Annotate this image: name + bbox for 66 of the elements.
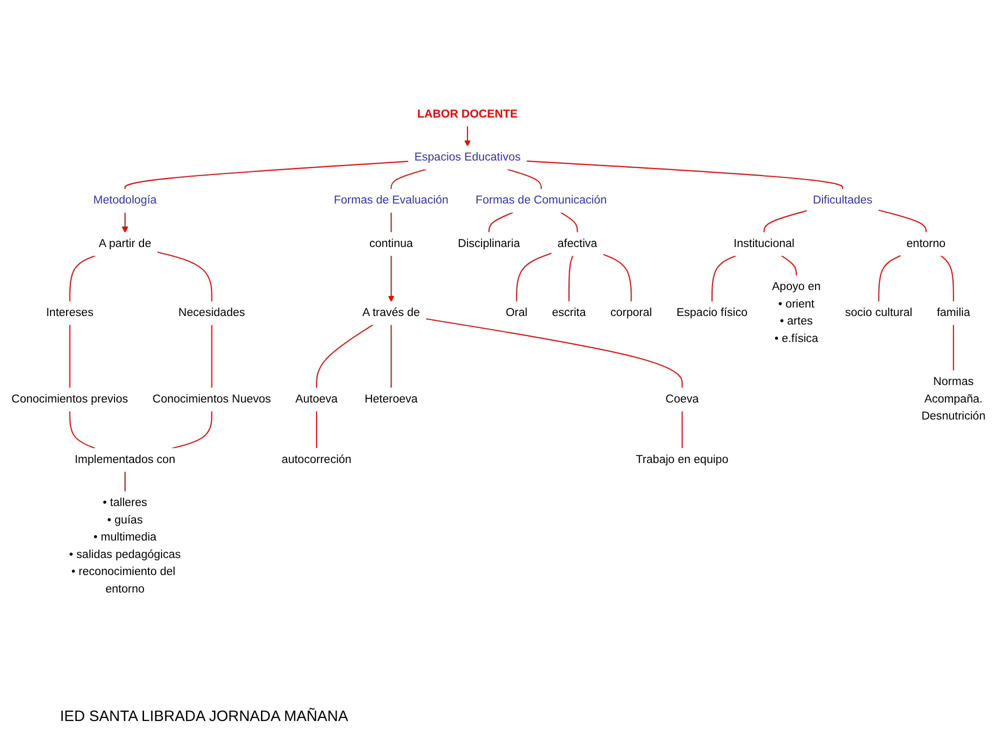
node-text: Formas de Comunicación [476, 194, 607, 207]
connector [390, 168, 427, 190]
node-text: Conocimientos previos [12, 393, 128, 406]
connector [171, 411, 212, 449]
node-text: A partir de [98, 238, 152, 250]
node-text: Oral [506, 306, 528, 319]
node-text: A través de [362, 306, 420, 319]
connector [711, 255, 736, 302]
node-text: Normas Acompaña. Desnutrición [921, 376, 986, 423]
connector [682, 411, 683, 448]
connector [488, 212, 514, 232]
connector [568, 255, 574, 302]
node-text: Disciplinaria [458, 238, 520, 250]
connector [316, 411, 318, 448]
node-text: Necesidades [178, 306, 246, 319]
connector [316, 324, 374, 388]
node-text: Implementados con [74, 454, 176, 466]
node-text: corporal [610, 306, 652, 319]
node-text: socio cultural [845, 306, 912, 319]
connector [602, 254, 632, 302]
node-text: Conocimientos Nuevos [152, 393, 271, 406]
node-text: LABOR DOCENTE [417, 108, 518, 120]
connector [390, 212, 392, 232]
connector [156, 251, 212, 302]
connector [764, 210, 808, 232]
node-text: continua [369, 238, 413, 250]
node-text: Formas de Evaluación [334, 194, 448, 207]
connector [516, 252, 552, 302]
connector [560, 212, 578, 232]
connector [780, 255, 797, 276]
node-text: Espacios Educativos [414, 151, 521, 164]
concept-map: LABOR DOCENTE Espacios Educativos Metodología Formas de Evaluación Formas de Comunicación Dificultades A partir de Intereses Necesidades Conocimientos previos Conocimientos Nuevos Implementados con • talleres • guías • multimedia • salidas pedagógicas • reconocimiento del entorno continua A través de Autoeva Heteroeva Coeva autocorreción Trabajo en equipo Disciplinaria afectiva Oral escrita corporal Institucional entorno Espacio físico Apoyo en • orient • artes • e.física socio cultural familia Normas Acompaña. Desnutrición [0, 0, 997, 704]
connector [940, 255, 954, 302]
node-text: entorno [906, 238, 946, 250]
connector [952, 324, 954, 371]
node-text: Institucional [734, 238, 794, 250]
node-text: Heteroeva [364, 393, 418, 406]
connector [506, 168, 542, 190]
node-text: Dificultades [812, 194, 872, 207]
node-text: Trabajo en equipo [636, 454, 728, 466]
connector [211, 324, 212, 388]
connector [426, 318, 683, 388]
node-text: Espacio físico [676, 306, 748, 319]
connector [124, 472, 126, 492]
arrow [388, 256, 394, 302]
node-text: Apoyo en • orient • artes • e.física [772, 280, 821, 345]
node-text: familia [936, 306, 970, 319]
node-text: Intereses [46, 306, 94, 319]
footer-note: IED SANTA LIBRADA JORNADA MAÑANA [60, 708, 350, 725]
node-text: escrita [552, 306, 586, 319]
connector [69, 411, 96, 449]
node-text: • talleres • guías • multimedia • salidas pedagógicas • reconocimiento del entorno [69, 496, 181, 596]
node-text: Metodología [93, 194, 157, 207]
node-text: Autoeva [295, 393, 338, 406]
arrow [464, 126, 471, 146]
connector [878, 255, 902, 302]
connector [390, 324, 392, 388]
node-text: autocorreción [282, 454, 352, 466]
node-text: afectiva [557, 238, 598, 250]
connector [124, 160, 409, 190]
connector [878, 210, 927, 232]
connector [69, 324, 70, 388]
arrow [122, 212, 128, 233]
node-text: Coeva [666, 393, 699, 406]
connector [69, 255, 96, 302]
connector [526, 160, 844, 190]
